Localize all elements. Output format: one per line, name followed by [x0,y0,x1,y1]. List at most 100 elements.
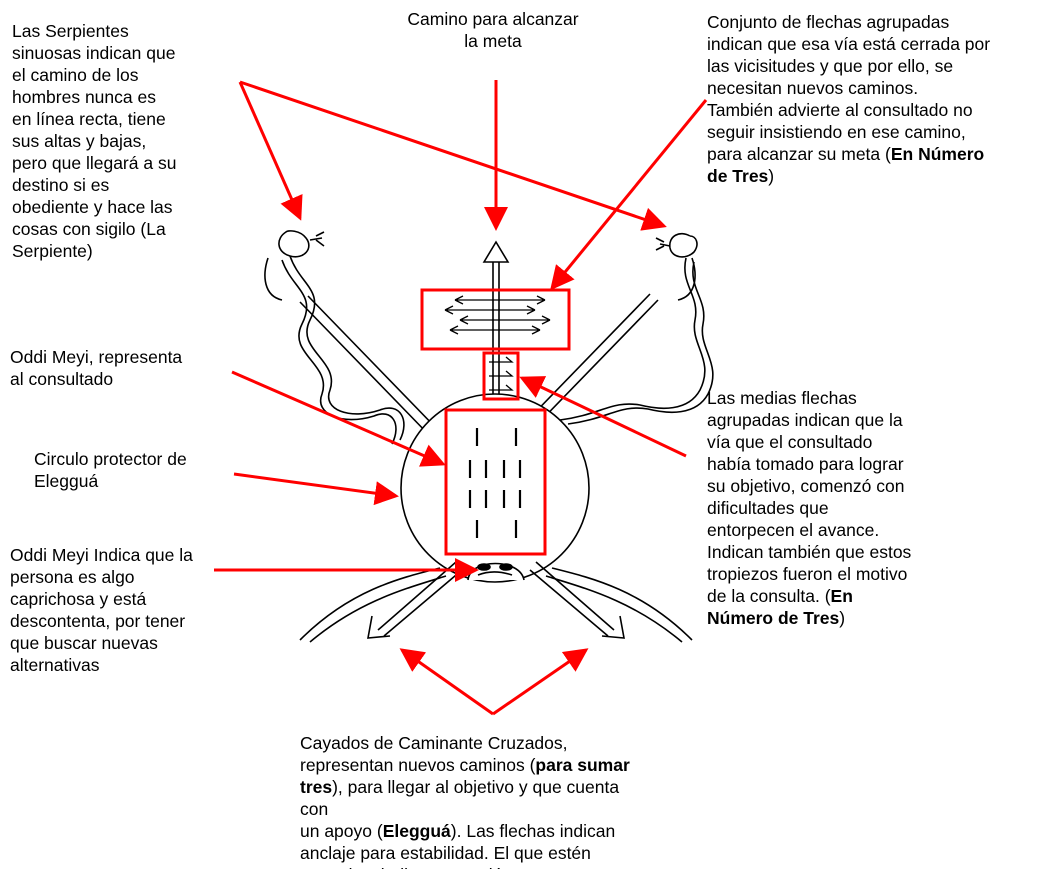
note-bold-text: para sumar [535,755,629,775]
note-text: alternativas [10,655,100,675]
note-text: ) [839,608,845,628]
note-line: Serpiente) [12,240,242,262]
pointer-arrow-staff-right [493,650,586,714]
note-text: para alcanzar su meta ( [707,144,891,164]
note-text: al consultado [10,369,113,389]
note-text: seguir insistiendo en ese camino, [707,122,966,142]
note-line: sinuosas indican que [12,42,242,64]
note-serpientes: Las Serpientessinuosas indican queel cam… [12,20,242,262]
note-text: Camino para alcanzar [407,9,578,29]
pointer-arrow-staff-left [402,650,493,714]
serpent-right-icon [560,234,713,424]
note-line: Las Serpientes [12,20,242,42]
staff-arrow-left-icon [300,562,462,642]
note-line: entorpecen el avance. [707,519,947,541]
note-text: hombres nunca es [12,87,156,107]
note-line: pero que llegará a su [12,152,242,174]
note-text: cruzadas, indica protección [300,865,512,869]
note-line: que buscar nuevas [10,632,250,654]
note-text: dificultades que [707,498,829,518]
note-line: su objetivo, comenzó con [707,475,947,497]
note-line: había tomado para lograr [707,453,947,475]
note-line: tropiezos fueron el motivo [707,563,947,585]
note-cayados: Cayados de Caminante Cruzados,representa… [300,732,630,869]
note-line: dificultades que [707,497,947,519]
note-line: Cayados de Caminante Cruzados, [300,732,630,754]
note-line: destino si es [12,174,242,196]
note-text: Oddi Meyi Indica que la [10,545,193,565]
note-text: Cayados de Caminante Cruzados, [300,733,568,753]
note-bold-text: Número de Tres [707,608,839,628]
note-text: Las medias flechas [707,388,857,408]
pointer-arrow-oddi-represent [232,372,443,464]
staff-arrow-right-icon [530,562,692,642]
note-text: su objetivo, comenzó con [707,476,904,496]
note-line: Camino para alcanzar [393,8,593,30]
note-text: cosas con sigilo (La [12,219,166,239]
note-line: Circulo protector de [34,448,234,470]
note-text: Las Serpientes [12,21,129,41]
note-line: la meta [393,30,593,52]
note-text: que buscar nuevas [10,633,158,653]
note-text: sus altas y bajas, [12,131,146,151]
note-line: un apoyo (Elegguá). Las flechas indican [300,820,630,842]
note-text: la meta [464,31,521,51]
note-line: de Tres) [707,165,1052,187]
note-line: el camino de los [12,64,242,86]
note-line: para alcanzar su meta (En Número [707,143,1052,165]
note-line: Las medias flechas [707,387,947,409]
note-line: las vicisitudes y que por ello, se [707,55,1052,77]
note-text: Oddi Meyi, representa [10,347,182,367]
note-line: agrupadas indican que la [707,409,947,431]
note-text: entorpecen el avance. [707,520,879,540]
note-text: Serpiente) [12,241,93,261]
pointer-arrow-serpent-right [240,82,664,226]
note-line: alternativas [10,654,250,676]
note-line: persona es algo [10,566,250,588]
note-text: ) [768,166,774,186]
note-text: sinuosas indican que [12,43,175,63]
pointer-arrow-circle [234,474,396,496]
note-text: obediente y hace las [12,197,173,217]
note-line: sus altas y bajas, [12,130,242,152]
note-line: hombres nunca es [12,86,242,108]
note-text: Indican también que estos [707,542,911,562]
note-text: Elegguá [34,471,98,491]
note-oddi-representa: Oddi Meyi, representaal consultado [10,346,230,390]
grouped-arrows-icon [445,296,550,334]
note-line: descontenta, por tener [10,610,250,632]
note-text: representan nuevos caminos ( [300,755,535,775]
note-text: destino si es [12,175,109,195]
note-line: tres), para llegar al objetivo y que cue… [300,776,630,820]
note-line: anclaje para estabilidad. El que estén [300,842,630,864]
note-text: de la consulta. ( [707,586,831,606]
note-bold-text: Elegguá [383,821,451,841]
note-text: indican que esa vía está cerrada por [707,34,990,54]
note-text: anclaje para estabilidad. El que estén [300,843,591,863]
note-line: caprichosa y está [10,588,250,610]
note-text: Conjunto de flechas agrupadas [707,12,949,32]
note-text: necesitan nuevos caminos. [707,78,918,98]
note-bold-text: En [831,586,853,606]
note-line: obediente y hace las [12,196,242,218]
note-text: ), para llegar al objetivo y que cuenta … [300,777,619,819]
note-text: También advierte al consultado no [707,100,973,120]
note-circulo: Circulo protector deElegguá [34,448,234,492]
note-line: cosas con sigilo (La [12,218,242,240]
note-line: indican que esa vía está cerrada por [707,33,1052,55]
pointer-arrow-serpent-left [240,82,300,218]
note-line: Número de Tres) [707,607,947,629]
note-text: agrupadas indican que la [707,410,903,430]
note-text: Circulo protector de [34,449,187,469]
note-line: seguir insistiendo en ese camino, [707,121,1052,143]
note-text: las vicisitudes y que por ello, se [707,56,953,76]
note-line: vía que el consultado [707,431,947,453]
note-text: ). Las flechas indican [451,821,615,841]
note-bold-text: En Número [891,144,984,164]
note-line: Oddi Meyi Indica que la [10,544,250,566]
note-text: tropiezos fueron el motivo [707,564,907,584]
note-line: Elegguá [34,470,234,492]
